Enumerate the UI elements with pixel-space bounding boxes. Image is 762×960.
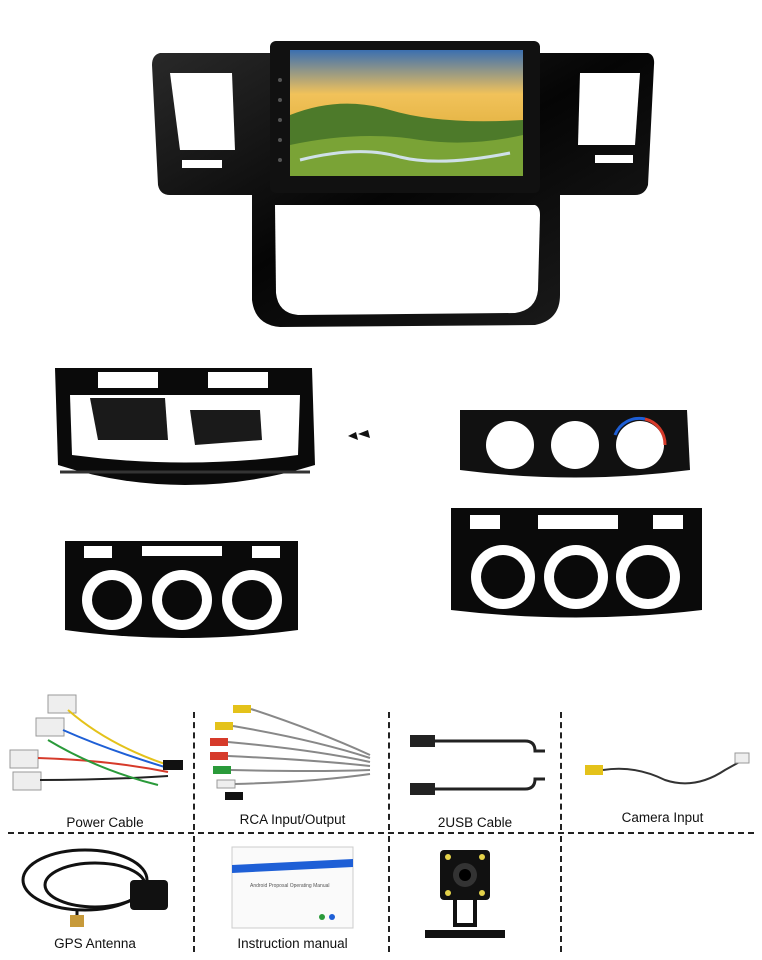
grid-divider bbox=[193, 836, 195, 952]
gps-antenna-image bbox=[15, 840, 185, 935]
rear-camera-image bbox=[420, 845, 510, 945]
camera-cable-image bbox=[575, 745, 755, 795]
accessory-label-gps: GPS Antenna bbox=[54, 936, 136, 951]
accessory-label-usb: 2USB Cable bbox=[437, 815, 513, 830]
grid-divider bbox=[388, 712, 390, 830]
accessory-label-rca: RCA Input/Output bbox=[239, 812, 346, 827]
svg-text:Android Proposal Operating Man: Android Proposal Operating Manual bbox=[250, 883, 330, 889]
accessory-label-manual: Instruction manual bbox=[237, 936, 348, 951]
power-harness-image bbox=[8, 690, 188, 800]
head-unit-frame bbox=[140, 35, 660, 340]
accessory-label-camera-input: Camera Input bbox=[621, 810, 704, 825]
trim-panel-lower-right bbox=[448, 505, 706, 625]
accessory-label-power-cable: Power Cable bbox=[66, 815, 144, 830]
grid-divider bbox=[388, 836, 390, 952]
grid-divider bbox=[560, 712, 562, 830]
climate-panel bbox=[455, 405, 695, 485]
grid-divider bbox=[560, 836, 562, 952]
rca-cable-image bbox=[205, 700, 380, 805]
trim-panel-lower-left bbox=[62, 538, 302, 648]
grid-divider bbox=[8, 832, 754, 834]
trim-panel-upper bbox=[50, 360, 320, 490]
manual-image: Android Proposal Operating Manual bbox=[230, 845, 355, 930]
usb-cable-image bbox=[405, 725, 550, 805]
screws bbox=[346, 428, 372, 444]
grid-divider bbox=[193, 712, 195, 830]
